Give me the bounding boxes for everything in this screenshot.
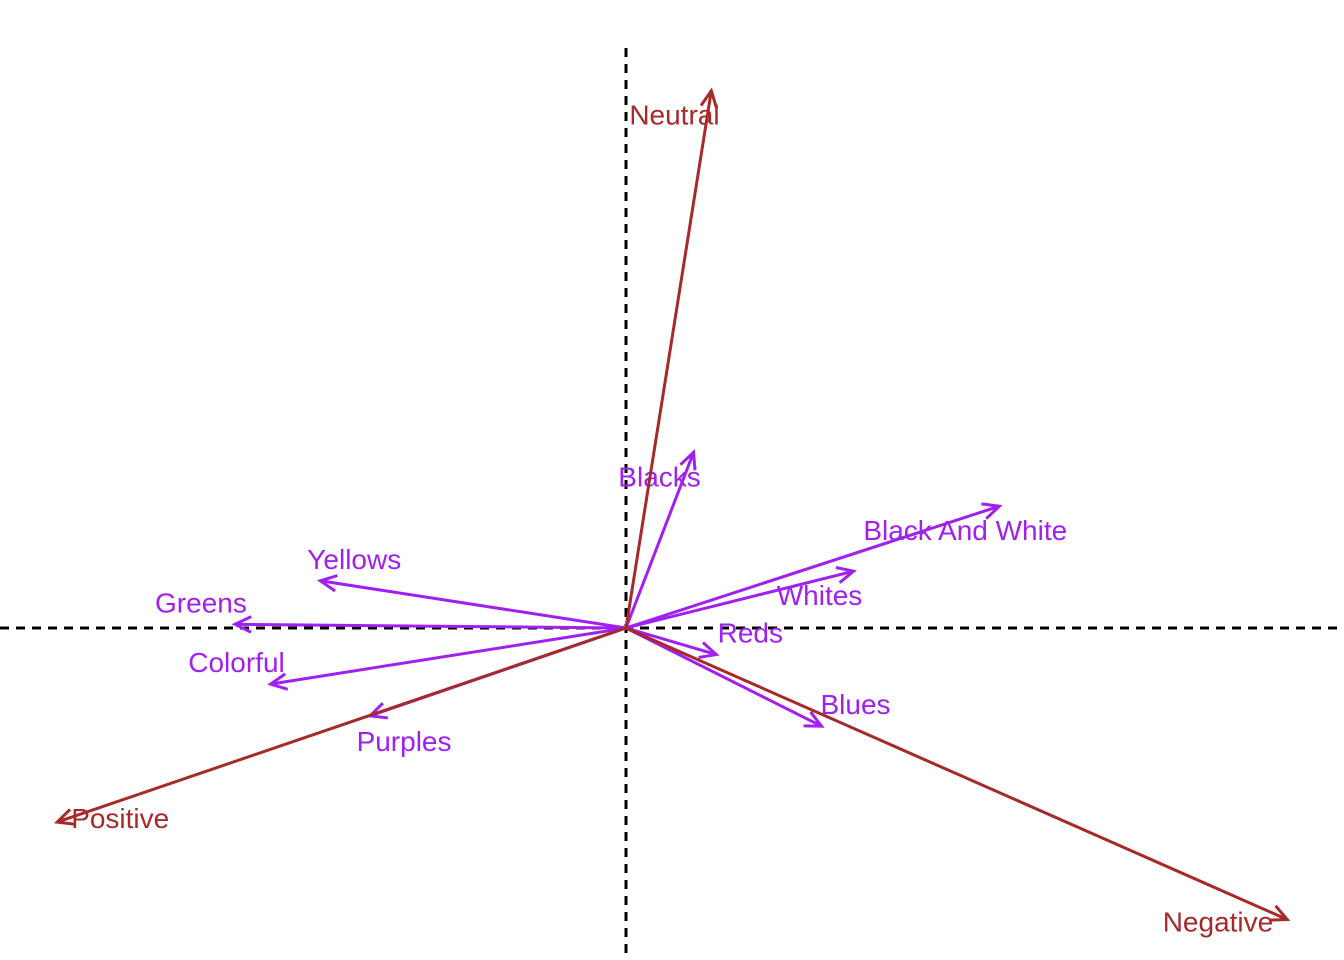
vector-label-black-and-white: Black And White (863, 515, 1067, 546)
arrow-head (231, 615, 252, 634)
vector-neutral: Neutral (624, 87, 720, 629)
arrow-shaft (625, 626, 1288, 921)
vector-label-reds: Reds (718, 618, 783, 649)
arrow-head (698, 641, 720, 659)
vector-blues: Blues (625, 626, 891, 728)
vector-negative: Negative (625, 626, 1291, 938)
vector-purples: Purples (357, 626, 627, 757)
arrow-head (53, 808, 76, 826)
arrow-shaft (625, 626, 717, 657)
vector-label-yellows: Yellows (307, 544, 401, 575)
arrow-shaft (624, 90, 713, 629)
arrow-head (699, 87, 718, 109)
arrow-head (679, 449, 697, 471)
vector-label-purples: Purples (357, 726, 452, 757)
arrow-head (835, 566, 857, 584)
arrow-head (1269, 904, 1291, 922)
arrow-shaft (234, 622, 627, 630)
vector-label-whites: Whites (777, 580, 863, 611)
vector-colorful: Colorful (188, 626, 627, 691)
vector-whites: Whites (625, 566, 863, 630)
vector-yellows: Yellows (307, 544, 627, 630)
vector-greens: Greens (155, 587, 627, 634)
arrow-shaft (320, 579, 627, 630)
vector-label-colorful: Colorful (188, 647, 284, 678)
arrow-head (981, 502, 1003, 520)
arrow-shaft (625, 626, 823, 728)
vector-label-blues: Blues (821, 689, 891, 720)
vector-label-neutral: Neutral (629, 100, 719, 131)
vector-positive: Positive (53, 626, 627, 834)
arrow-shaft (625, 569, 854, 630)
arrow-shaft (624, 451, 695, 629)
arrow-head (803, 710, 825, 728)
vector-label-negative: Negative (1163, 907, 1274, 938)
vector-label-positive: Positive (71, 803, 169, 834)
arrow-shaft (270, 626, 627, 686)
vector-label-greens: Greens (155, 587, 247, 618)
vector-reds: Reds (625, 618, 783, 659)
vector-label-blacks: Blacks (618, 461, 700, 492)
arrow-shaft (56, 626, 627, 824)
arrow-shaft (625, 504, 1000, 630)
vector-blacks: Blacks (618, 449, 701, 629)
arrow-head (267, 672, 289, 691)
arrow-head (316, 574, 338, 593)
vector-black-and-white: Black And White (625, 502, 1067, 630)
